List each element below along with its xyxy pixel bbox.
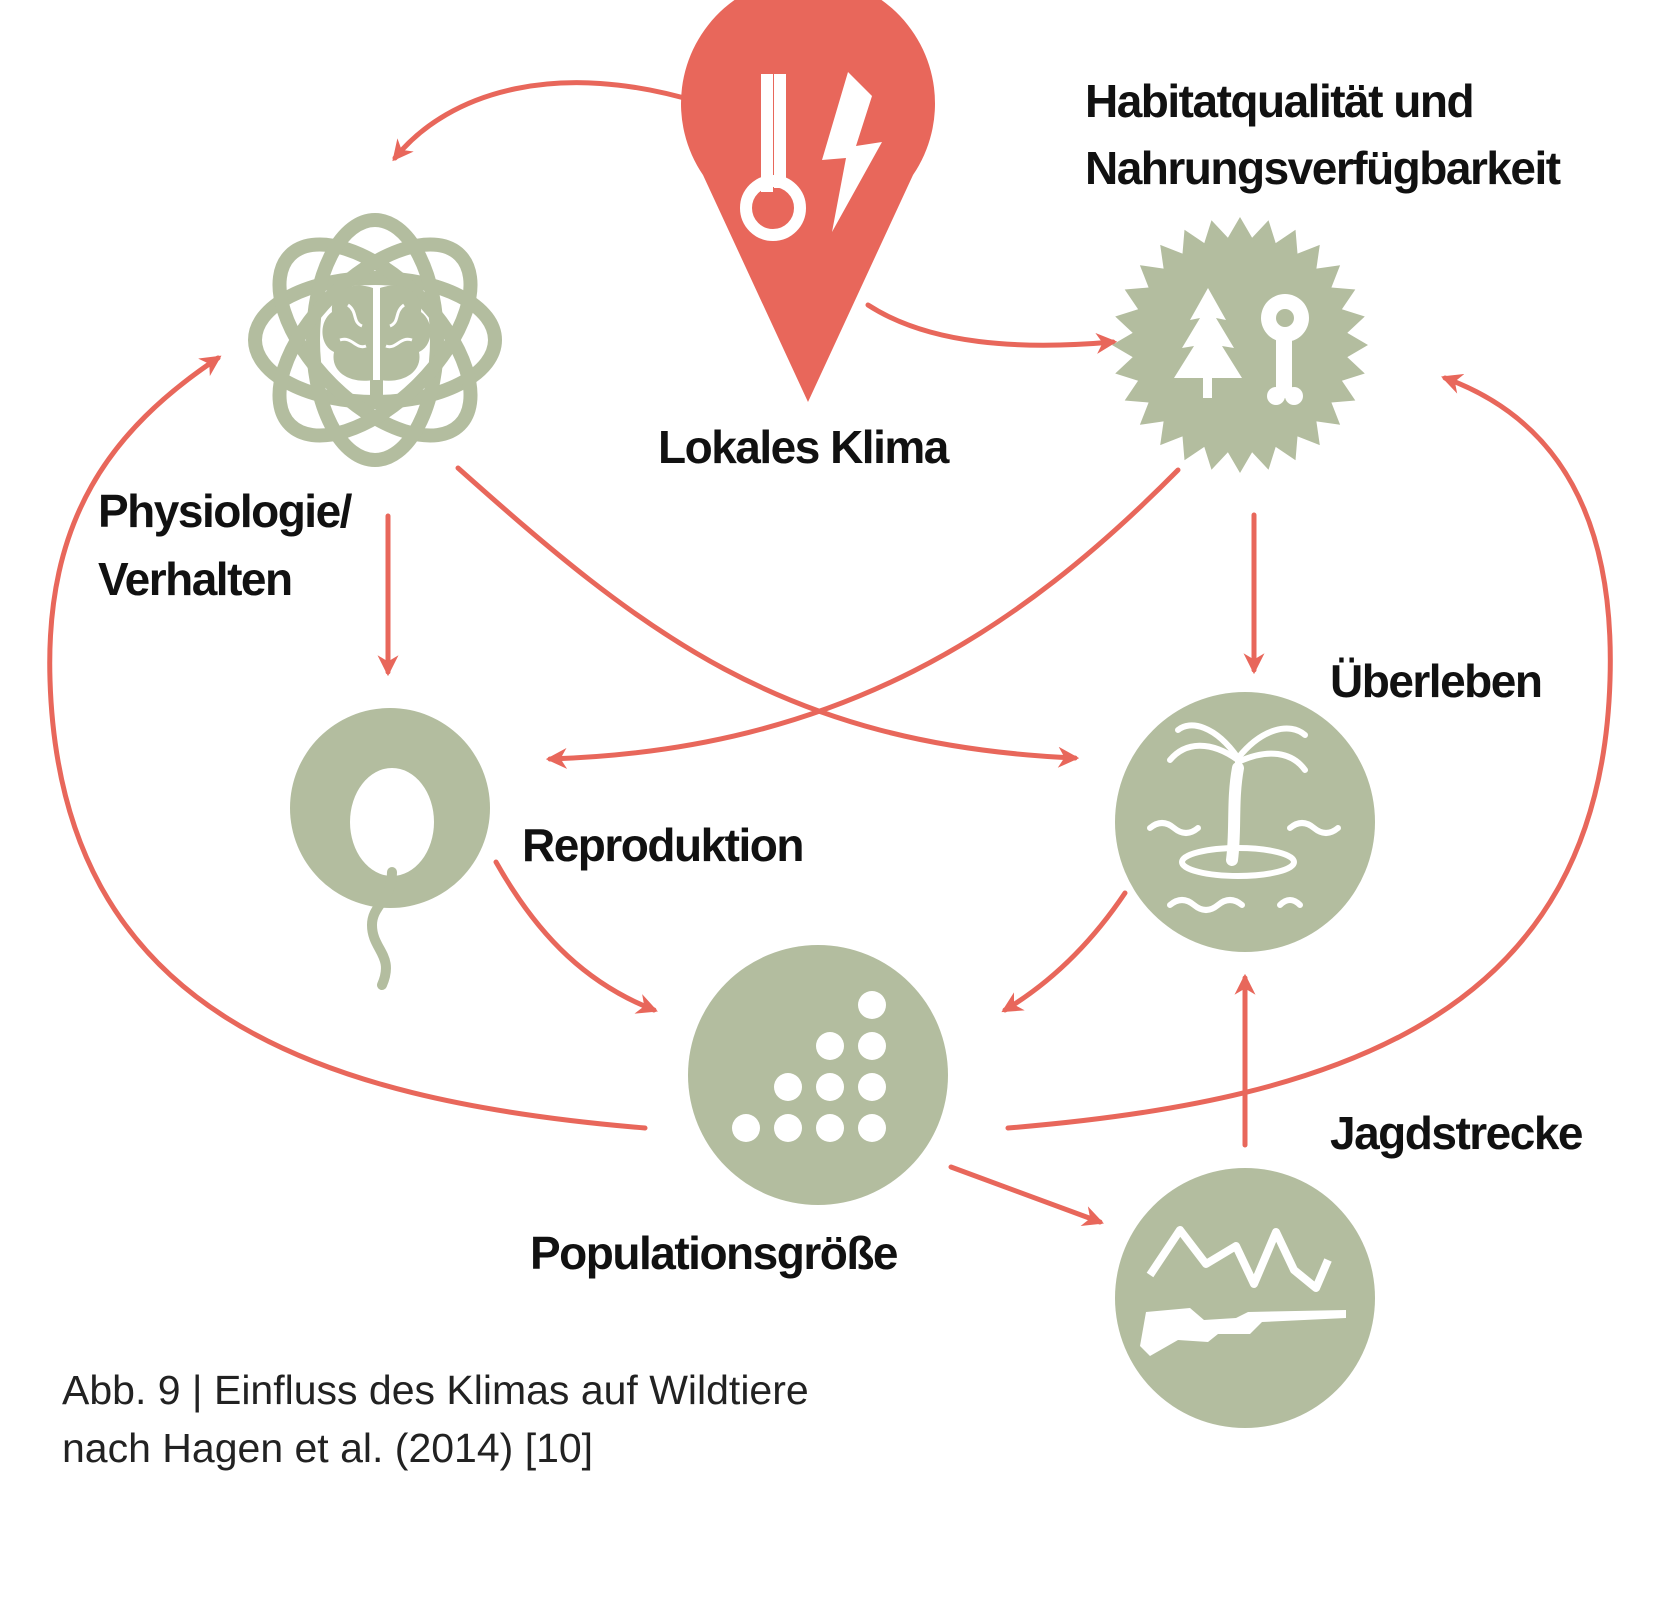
- population-dot: [816, 1073, 844, 1101]
- population-dot: [858, 1073, 886, 1101]
- population-dot: [774, 1073, 802, 1101]
- population-dot: [816, 1032, 844, 1060]
- arrow-klima-to-habitat: [865, 302, 1118, 354]
- map-pin-icon: [681, 0, 935, 402]
- population-circle: [688, 945, 948, 1205]
- population-dot: [816, 1114, 844, 1142]
- label-physiologie-line1: Physiologie/: [98, 485, 352, 537]
- arrows: [47, 80, 1613, 1227]
- node-reproduktion: [290, 708, 490, 990]
- label-habitat-line2: Nahrungsverfügbarkeit: [1085, 142, 1561, 194]
- label-population: Populationsgröße: [530, 1227, 899, 1279]
- arrow-population-to-habitat: [1005, 373, 1613, 1131]
- arrow-klima-to-physiologie: [392, 80, 701, 162]
- brain-icon: [322, 285, 431, 398]
- rings-icon: [248, 213, 502, 467]
- tree-icon: [1174, 288, 1242, 398]
- node-jagdstrecke: [1115, 1168, 1375, 1428]
- rifle-icon: [1140, 1308, 1346, 1356]
- label-ueberleben: Überleben: [1330, 655, 1543, 707]
- palm-island-icon: [1147, 722, 1341, 913]
- population-dot: [732, 1114, 760, 1142]
- population-dot: [858, 991, 886, 1019]
- label-klima: Lokales Klima: [658, 421, 949, 473]
- arrow-habitat-to-reproduktion: [545, 467, 1181, 769]
- seal-badge-icon: [1112, 217, 1368, 473]
- thermometer-icon: [740, 74, 806, 241]
- label-jagdstrecke: Jagdstrecke: [1330, 1107, 1584, 1159]
- label-reproduktion: Reproduktion: [522, 819, 804, 871]
- arrow-reproduktion-to-population: [493, 859, 658, 1014]
- arrow-population-to-physiologie: [47, 355, 648, 1131]
- sperm-icon: [350, 768, 434, 990]
- arrow-ueberleben-to-population: [1001, 890, 1128, 1013]
- arrow-population-to-jagdstrecke: [948, 1164, 1104, 1227]
- node-ueberleben: [1115, 692, 1375, 952]
- zigzag-chart-icon: [1146, 1226, 1332, 1292]
- lightning-icon: [822, 72, 882, 232]
- label-physiologie-line2: Verhalten: [98, 553, 293, 605]
- population-dot: [774, 1114, 802, 1142]
- node-population: [688, 945, 948, 1205]
- node-physiologie: [248, 213, 502, 467]
- node-klima: [681, 0, 935, 402]
- population-dot: [858, 1114, 886, 1142]
- population-dot: [858, 1032, 886, 1060]
- ueberleben-circle: [1115, 692, 1375, 952]
- arrow-physiologie-to-ueberleben: [455, 465, 1080, 768]
- caption-line2: nach Hagen et al. (2014) [10]: [62, 1425, 594, 1471]
- dots-icon: [732, 991, 886, 1142]
- label-habitat-line1: Habitatqualität und: [1085, 75, 1475, 127]
- jagdstrecke-circle: [1115, 1168, 1375, 1428]
- caption-line1: Abb. 9 | Einfluss des Klimas auf Wildtie…: [62, 1367, 809, 1413]
- node-habitat: [1112, 217, 1368, 473]
